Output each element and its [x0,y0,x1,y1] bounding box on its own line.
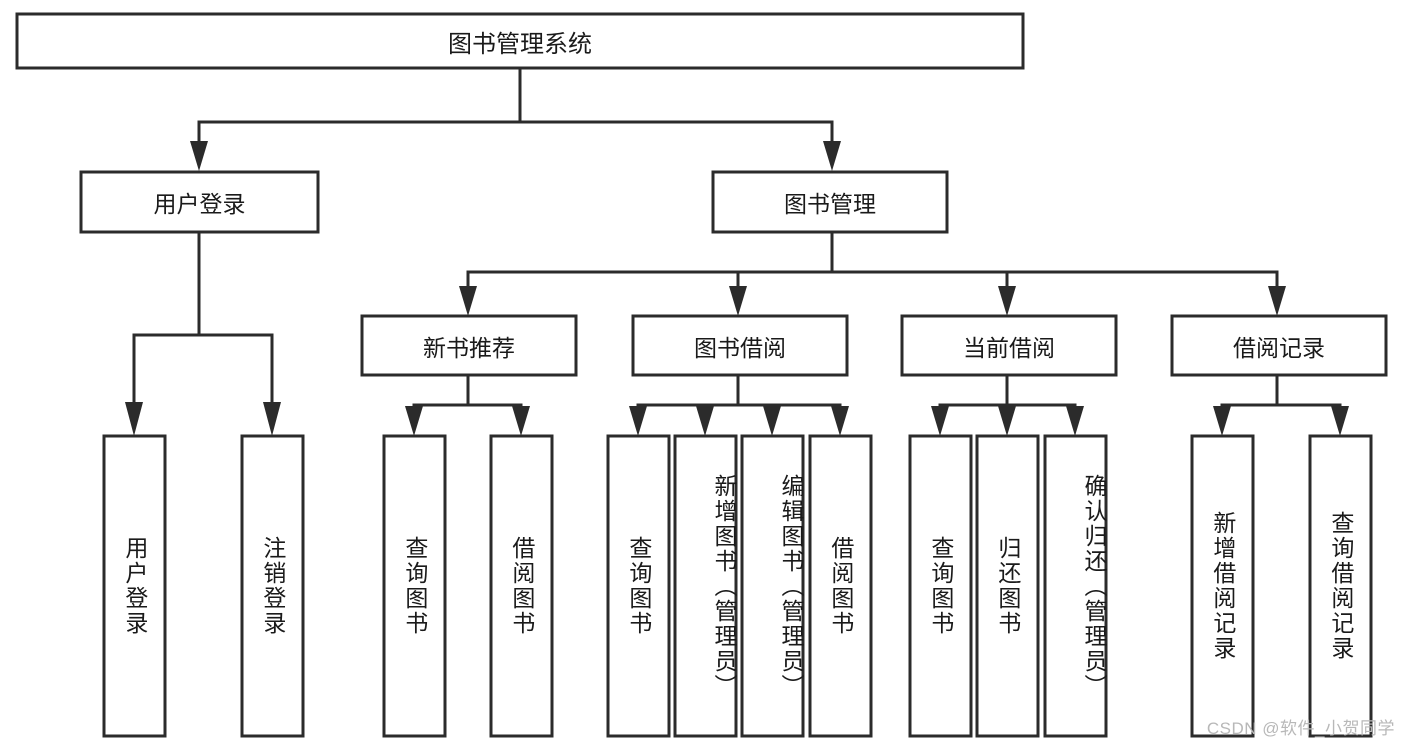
node-box-current-borrow[interactable] [900,314,1118,377]
node-box-leaf-user-login[interactable] [102,434,167,738]
node-box-leaf-add-book[interactable] [673,434,738,738]
node-box-leaf-borrow-book-1[interactable] [489,434,554,738]
connector-group-book-borrow [629,373,849,436]
arrow-head-leaf-confirm-return [1066,406,1084,436]
node-box-new-book-recommend[interactable] [360,314,578,377]
node-box-borrow-record[interactable] [1170,314,1388,377]
arrow-head-current-borrow [998,286,1016,316]
node-box-leaf-logout-login[interactable] [240,434,305,738]
connector-group-borrow-record [1213,373,1349,436]
connector-group-new-book-recommend [405,373,530,436]
arrow-head-leaf-add-book [696,406,714,436]
arrow-head-book-manage [823,141,841,171]
arrow-head-leaf-logout-login [263,402,281,436]
arrow-head-leaf-query-record [1331,406,1349,436]
arrow-head-leaf-add-record [1213,406,1231,436]
node-box-leaf-confirm-return[interactable] [1043,434,1108,738]
connector-group-book-manage [459,230,1286,316]
node-box-leaf-return-book[interactable] [975,434,1040,738]
arrow-head-user-login [190,141,208,171]
arrow-head-leaf-query-book-1 [405,406,423,436]
arrow-head-leaf-edit-book [763,406,781,436]
node-box-user-login[interactable] [79,170,320,234]
node-box-leaf-query-book-2[interactable] [606,434,671,738]
node-box-root[interactable] [15,12,1025,70]
node-box-leaf-borrow-book-2[interactable] [808,434,873,738]
node-box-leaf-add-record[interactable] [1190,434,1255,738]
node-box-leaf-query-record[interactable] [1308,434,1373,738]
node-box-leaf-query-book-1[interactable] [382,434,447,738]
connector-group-user-login [125,230,281,436]
arrow-head-leaf-query-book-3 [931,406,949,436]
arrow-head-leaf-user-login [125,402,143,436]
arrow-head-new-book-recommend [459,286,477,316]
arrow-head-borrow-record [1268,286,1286,316]
node-box-leaf-edit-book[interactable] [740,434,805,738]
arrow-head-leaf-borrow-book-1 [512,406,530,436]
arrow-head-leaf-return-book [998,406,1016,436]
connector-group-root [190,66,841,171]
node-box-book-borrow[interactable] [631,314,849,377]
node-box-book-manage[interactable] [711,170,949,234]
node-box-leaf-query-book-3[interactable] [908,434,973,738]
connector-group-current-borrow [931,373,1084,436]
arrow-head-leaf-query-book-2 [629,406,647,436]
arrow-head-leaf-borrow-book-2 [831,406,849,436]
arrow-head-book-borrow [729,286,747,316]
